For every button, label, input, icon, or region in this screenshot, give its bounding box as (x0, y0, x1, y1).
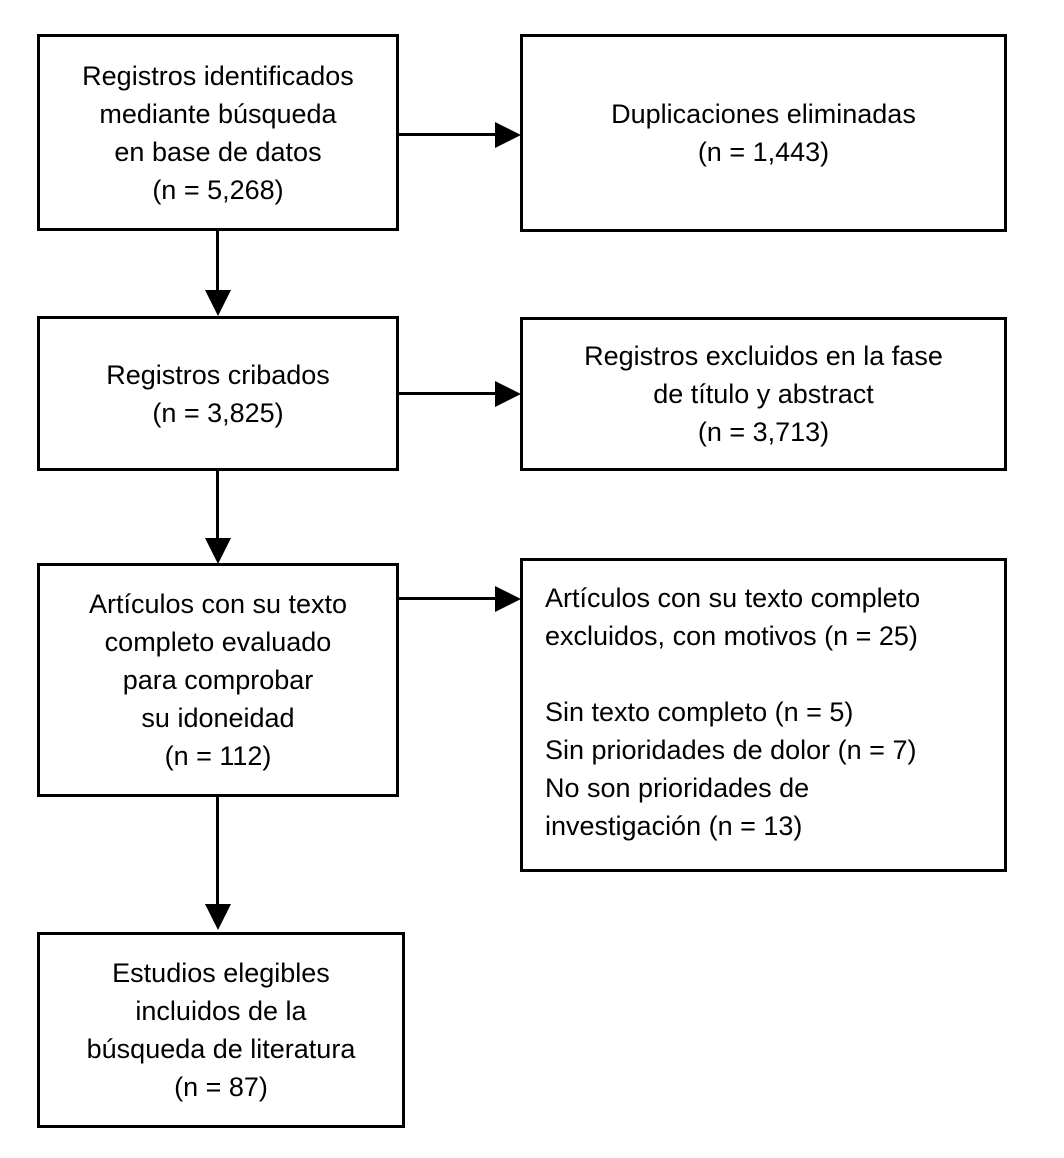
text-line: Estudios elegibles (112, 958, 330, 988)
reason-line: Sin texto completo (n = 5) (545, 697, 854, 727)
box-records-identified-text: Registros identificados mediante búsqued… (82, 57, 354, 209)
arrow-right-icon (495, 122, 521, 148)
text-line: mediante búsqueda (99, 98, 337, 129)
text-line-count: (n = 3,825) (152, 397, 284, 428)
connector-identified-to-screened (216, 231, 219, 293)
text-line: búsqueda de literatura (86, 1034, 356, 1064)
box-records-screened-text: Registros cribados (n = 3,825) (106, 356, 330, 432)
arrow-right-icon (495, 381, 521, 407)
text-line-count: (n = 3,713) (697, 417, 830, 447)
text-line-spacer (523, 655, 920, 693)
connector-identified-to-duplicates (399, 133, 497, 136)
text-line: en base de datos (114, 136, 322, 167)
text-line: Registros identificados (82, 60, 354, 91)
text-line-count: excluidos, con motivos (n = 25) (545, 621, 918, 651)
text-line: su idoneidad (141, 703, 295, 733)
arrow-down-icon (205, 290, 231, 316)
box-records-excluded-title-abstract-text: Registros excluidos en la fase de título… (584, 337, 943, 451)
text-line: Artículos con su texto completo (545, 583, 921, 613)
text-line: para comprobar (122, 665, 314, 695)
reason-line: No son prioridades de (545, 773, 810, 803)
box-duplicates-removed: Duplicaciones eliminadas (n = 1,443) (520, 34, 1007, 232)
text-line: incluidos de la (135, 996, 307, 1026)
reason-line: Sin prioridades de dolor (n = 7) (545, 735, 917, 765)
text-line: de título y abstract (653, 379, 874, 409)
reason-line: investigación (n = 13) (545, 811, 803, 841)
text-line: completo evaluado (104, 627, 332, 657)
box-records-screened: Registros cribados (n = 3,825) (37, 316, 399, 471)
arrow-down-icon (205, 904, 231, 930)
box-fulltext-assessed: Artículos con su texto completo evaluado… (37, 563, 399, 797)
box-records-identified: Registros identificados mediante búsqued… (37, 34, 399, 231)
text-line: Artículos con su texto (88, 589, 348, 619)
box-records-excluded-title-abstract: Registros excluidos en la fase de título… (520, 317, 1007, 471)
text-line: Registros cribados (106, 359, 330, 390)
box-fulltext-excluded-reasons: Artículos con su texto completo excluido… (520, 558, 1007, 872)
box-studies-included: Estudios elegibles incluidos de la búsqu… (37, 932, 405, 1128)
text-line: Registros excluidos en la fase (584, 341, 943, 371)
connector-screened-to-excluded (399, 392, 497, 395)
box-duplicates-removed-text: Duplicaciones eliminadas (n = 1,443) (611, 95, 916, 171)
connector-fulltext-to-excluded-reasons (399, 597, 497, 600)
text-line: Duplicaciones eliminadas (611, 99, 916, 129)
text-line-count: (n = 87) (174, 1072, 268, 1102)
connector-fulltext-to-included (216, 797, 219, 907)
text-line-count: (n = 1,443) (697, 137, 830, 167)
text-line-count: (n = 112) (164, 741, 272, 771)
text-line-count: (n = 5,268) (152, 174, 284, 205)
arrow-down-icon (205, 538, 231, 564)
connector-screened-to-fulltext (216, 471, 219, 541)
box-fulltext-assessed-text: Artículos con su texto completo evaluado… (89, 585, 347, 775)
box-fulltext-excluded-reasons-text: Artículos con su texto completo excluido… (523, 561, 920, 845)
arrow-right-icon (495, 586, 521, 612)
box-studies-included-text: Estudios elegibles incluidos de la búsqu… (87, 954, 356, 1106)
